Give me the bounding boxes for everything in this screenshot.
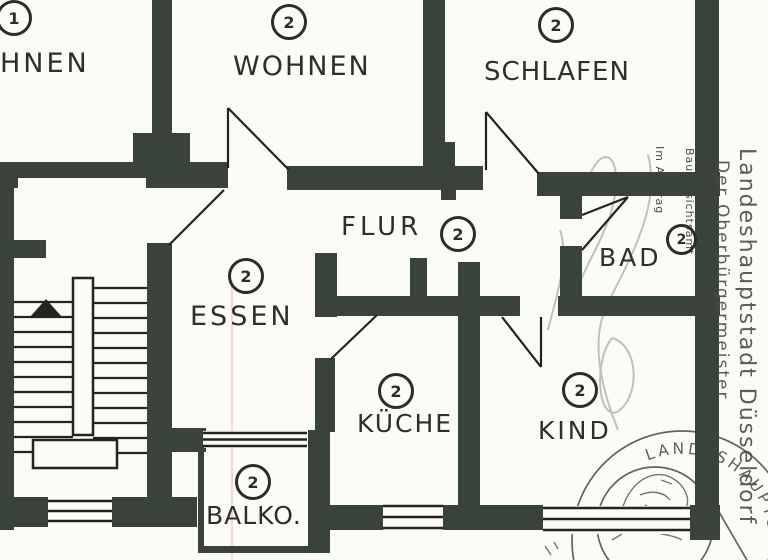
circled-number: 2 [271,4,307,40]
circled-number: 2 [666,224,697,255]
wall [0,240,46,258]
circled-number: 2 [378,373,414,409]
stamp-emblem-lion [544,473,689,556]
stair-stringer [71,276,95,437]
circled-number: 1 [0,0,32,36]
margin-text-landeshauptstadt: Landeshauptstadt Düsseldorf [734,148,759,526]
window-kueche [383,504,443,531]
door-swing-schlafen [484,111,540,175]
door-swing-kind [501,316,543,368]
staircase [14,276,147,470]
wall [147,243,172,505]
circled-number: 2 [538,7,574,43]
room-label-bad: BAD [599,243,662,272]
room-label-balkon: BALKO. [206,501,302,530]
room-label-essen: ESSEN [190,301,294,332]
room-label-flur: FLUR [341,212,423,242]
wall [308,430,330,553]
door-swing-kueche [330,314,378,360]
balcony-door-window [203,431,307,448]
wall [0,162,14,530]
room-label-wohnen: WOHNEN [233,51,371,82]
window-stairwell [48,499,112,523]
margin-text-oberbuergermeister: Der Oberbürgermeister [712,160,732,401]
door-swing-entry [168,189,225,246]
wall [423,0,445,145]
room-label-kueche: KÜCHE [357,409,454,438]
wall [168,428,206,452]
room-label-kind: KIND [538,416,612,445]
balcony-walls [198,447,320,553]
wall [112,497,197,527]
wall [690,505,720,540]
wall [458,262,480,530]
scan-artifact-line [231,280,233,560]
wall [560,193,582,219]
stair-direction-arrow-icon [30,299,62,317]
stair-landing [31,438,119,470]
door-swing-wohnen [226,107,290,171]
room-label-wohnen-left: HNEN [0,48,90,79]
room-label-schlafen: SCHLAFEN [484,57,630,87]
stair-steps-right [93,286,147,455]
circled-number: 2 [228,258,264,294]
wall-recess [18,178,146,188]
wall [443,505,543,530]
wall [152,0,172,140]
circled-number: 2 [235,464,271,500]
wall [410,258,427,300]
wall [0,497,48,527]
wall [325,505,383,530]
wall [133,133,190,165]
wall [558,296,720,316]
window-kind [543,506,690,534]
wall [315,358,335,432]
stair-steps-left [14,300,73,454]
wall [441,166,456,200]
circled-number: 2 [440,216,476,252]
circled-number: 2 [562,372,598,408]
wall [560,246,582,298]
